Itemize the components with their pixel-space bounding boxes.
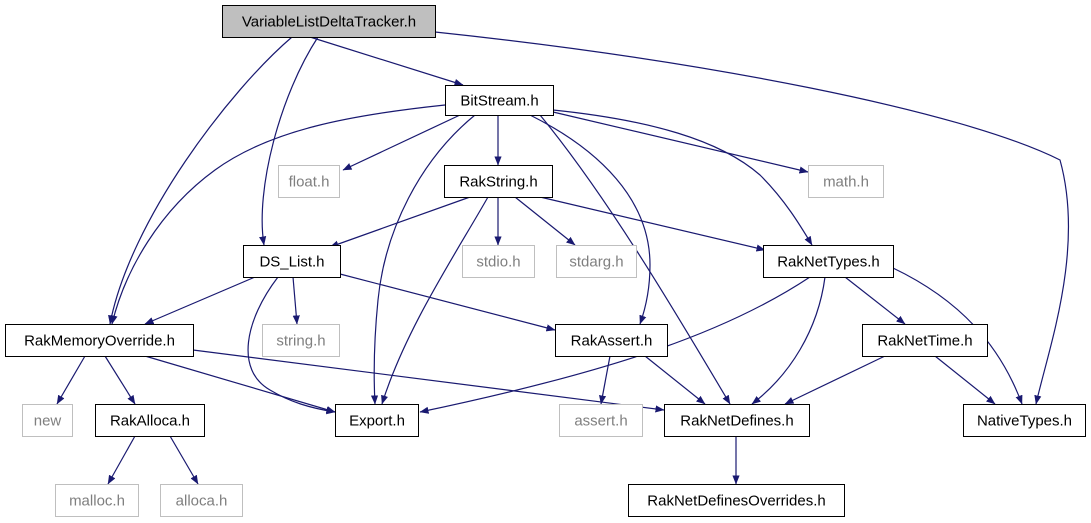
- node-box: [55, 484, 139, 517]
- edge-rakstring-to-ds_list: [329, 196, 471, 248]
- node-label: RakNetTypes.h: [777, 254, 880, 271]
- node-box: [559, 404, 643, 437]
- node-label: stdarg.h: [569, 254, 623, 271]
- edge-rakstring-to-raknettypes: [539, 196, 766, 252]
- edge-bitstream-to-raknettypes: [552, 109, 813, 246]
- node-label: RakNetDefines.h: [680, 413, 793, 430]
- edge-rakassert-to-raknetdefines: [644, 355, 706, 405]
- node-box: [335, 404, 419, 437]
- node-label: RakNetTime.h: [877, 333, 972, 350]
- node-box: [628, 484, 845, 517]
- node-box: [262, 324, 340, 357]
- edge-ds_list-to-rakassert: [339, 273, 556, 332]
- node-box: [160, 484, 243, 517]
- node-math: math.h: [808, 165, 884, 198]
- node-box: [278, 165, 340, 198]
- node-string: string.h: [262, 324, 340, 357]
- edge-variablelistdeltatracker-to-nativetypes: [434, 31, 1070, 405]
- node-label: float.h: [289, 174, 330, 191]
- node-ds-list[interactable]: DS_List.h: [243, 245, 341, 278]
- node-label: DS_List.h: [259, 254, 324, 271]
- node-box: [808, 165, 884, 198]
- edge-rakmemoryoverride-to-raknetdefines: [192, 349, 665, 413]
- node-box: [555, 324, 668, 357]
- node-nativetypes[interactable]: NativeTypes.h: [963, 404, 1086, 437]
- node-box: [5, 324, 194, 357]
- edge-variablelistdeltatracker-to-bitstream: [309, 36, 464, 86]
- node-label: string.h: [276, 333, 325, 350]
- node-label: RakString.h: [459, 174, 537, 191]
- edge-variablelistdeltatracker-to-ds_list: [259, 36, 319, 246]
- node-box: [862, 324, 988, 357]
- node-rakstring[interactable]: RakString.h: [444, 165, 553, 198]
- node-raknettime[interactable]: RakNetTime.h: [862, 324, 988, 357]
- node-label: RakNetDefinesOverrides.h: [647, 493, 825, 510]
- edge-variablelistdeltatracker-to-rakmemoryoverride: [108, 36, 293, 325]
- node-label: RakAlloca.h: [110, 413, 190, 430]
- node-box: [22, 404, 73, 437]
- node-label: RakMemoryOverride.h: [24, 333, 175, 350]
- node-label: math.h: [823, 174, 869, 191]
- node-raknetdefinesoverrides[interactable]: RakNetDefinesOverrides.h: [628, 484, 845, 517]
- edge-raknettime-to-raknetdefines: [784, 355, 886, 405]
- edge-rakstring-to-export: [381, 196, 489, 405]
- node-box: [444, 165, 553, 198]
- node-label: assert.h: [574, 413, 627, 430]
- node-label: VariableListDeltaTracker.h: [242, 14, 416, 31]
- node-box: [445, 85, 554, 116]
- edge-bitstream-to-math: [552, 111, 809, 174]
- node-new: new: [22, 404, 73, 437]
- nodes-layer: VariableListDeltaTracker.hBitStream.hRak…: [5, 5, 1086, 517]
- node-label: RakAssert.h: [571, 333, 653, 350]
- edge-ds_list-to-export: [247, 276, 336, 415]
- node-rakalloca[interactable]: RakAlloca.h: [95, 404, 205, 437]
- edge-raknettypes-to-raknetdefines: [751, 276, 826, 405]
- edge-rakassert-to-assert: [599, 355, 611, 405]
- node-box: [462, 245, 535, 278]
- edge-rakmemoryoverride-to-export: [144, 355, 336, 414]
- node-label: BitStream.h: [460, 93, 538, 110]
- node-label: alloca.h: [176, 493, 228, 510]
- node-box: [95, 404, 205, 437]
- edge-rakalloca-to-alloca: [169, 435, 199, 485]
- edge-bitstream-to-export: [370, 114, 476, 405]
- node-label: NativeTypes.h: [977, 413, 1072, 430]
- node-box: [556, 245, 637, 278]
- node-malloc: malloc.h: [55, 484, 139, 517]
- node-label: malloc.h: [69, 493, 125, 510]
- edge-rakmemoryoverride-to-new: [56, 355, 86, 405]
- node-alloca: alloca.h: [160, 484, 243, 517]
- node-stdio: stdio.h: [462, 245, 535, 278]
- edge-ds_list-to-rakmemoryoverride: [144, 276, 256, 325]
- edge-rakstring-to-stdarg: [514, 196, 576, 246]
- edge-bitstream-to-raknetdefines: [539, 114, 731, 405]
- edge-raknettypes-to-raknettime: [844, 276, 906, 325]
- node-raknettypes[interactable]: RakNetTypes.h: [763, 245, 894, 278]
- node-rakassert[interactable]: RakAssert.h: [555, 324, 668, 357]
- node-stdarg: stdarg.h: [556, 245, 637, 278]
- node-box: [763, 245, 894, 278]
- node-label: stdio.h: [476, 254, 520, 271]
- node-export[interactable]: Export.h: [335, 404, 419, 437]
- node-label: new: [34, 413, 62, 430]
- node-label: Export.h: [349, 413, 405, 430]
- edge-rakalloca-to-malloc: [107, 435, 136, 485]
- edge-bitstream-to-rakmemoryoverride: [110, 104, 446, 325]
- edge-raknettime-to-nativetypes: [934, 355, 996, 405]
- node-bitstream[interactable]: BitStream.h: [445, 85, 554, 116]
- edge-bitstream-to-rakassert: [529, 114, 651, 325]
- node-rakmemoryoverride[interactable]: RakMemoryOverride.h: [5, 324, 194, 357]
- node-float: float.h: [278, 165, 340, 198]
- edge-ds_list-to-string: [292, 276, 300, 325]
- node-box: [222, 5, 436, 38]
- node-assert: assert.h: [559, 404, 643, 437]
- node-raknetdefines[interactable]: RakNetDefines.h: [664, 404, 810, 437]
- node-box: [243, 245, 341, 278]
- node-variablelistdeltatracker[interactable]: VariableListDeltaTracker.h: [222, 5, 436, 38]
- node-box: [963, 404, 1086, 437]
- edge-rakmemoryoverride-to-rakalloca: [104, 355, 136, 405]
- edge-bitstream-to-float: [342, 114, 461, 171]
- node-box: [664, 404, 810, 437]
